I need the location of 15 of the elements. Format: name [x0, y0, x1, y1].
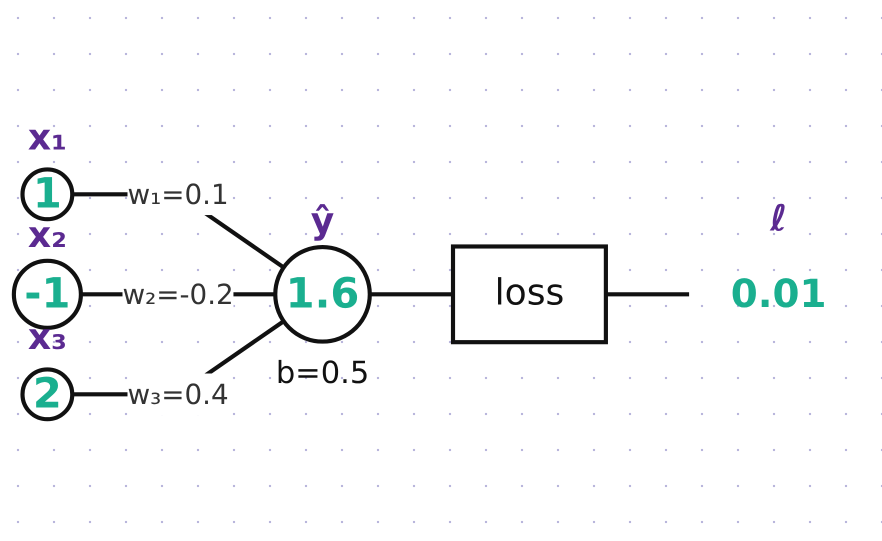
node-circle: 1	[20, 167, 74, 222]
bias-label: b=0.5	[276, 356, 370, 392]
edge-label: w₁=0.1	[127, 178, 229, 211]
node-text: 0.01	[730, 270, 827, 317]
edge-label: w₃=0.4	[127, 378, 229, 411]
connector	[606, 292, 690, 296]
variable-label: ℓ	[770, 198, 788, 240]
variable-label: ŷ	[310, 200, 334, 242]
variable-label: x₁	[28, 116, 67, 158]
edge-label: w₂=-0.2	[122, 278, 234, 311]
node-circle: -1	[12, 258, 83, 330]
node-box: loss	[450, 244, 608, 344]
connector	[370, 292, 453, 296]
node-circle: 1.6	[273, 244, 372, 344]
node-circle: 2	[20, 367, 74, 422]
